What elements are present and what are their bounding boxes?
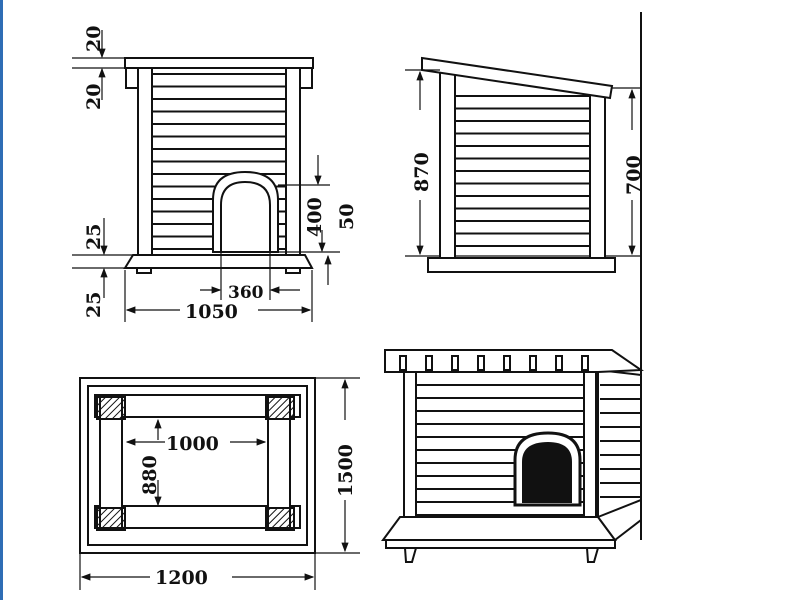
dim-front-height: 870: [411, 152, 433, 192]
dim-inner-width: 880: [139, 455, 161, 495]
rafter: [399, 355, 407, 371]
rafter: [529, 355, 537, 371]
dim-door-sill: 50: [336, 204, 358, 230]
dim-rear-height: 700: [623, 155, 645, 195]
dim-base-top: 25: [83, 224, 105, 250]
plan-view: 1000 880 1500 1200: [79, 377, 360, 590]
dim-roof-top: 20: [83, 26, 105, 52]
dim-roof-bottom: 20: [83, 84, 105, 110]
dim-outer-width: 1200: [155, 567, 208, 589]
window-edge: [0, 0, 3, 600]
rafter: [477, 355, 485, 371]
rafter: [503, 355, 511, 371]
rafter: [581, 355, 589, 371]
dim-door-height: 400: [304, 197, 326, 237]
dim-door-width: 360: [228, 283, 264, 303]
front-view: 20 20 25 25 360 1050 400 50: [72, 26, 358, 323]
dim-inner-length: 1000: [166, 433, 219, 455]
rafter: [425, 355, 433, 371]
dim-outer-depth: 1500: [335, 444, 357, 497]
perspective-view: [381, 300, 645, 563]
dim-base-bottom: 25: [83, 292, 105, 318]
dim-total-width: 1050: [185, 301, 238, 323]
side-view: 870 700: [405, 12, 645, 300]
rafter: [555, 355, 563, 371]
rafter: [451, 355, 459, 371]
